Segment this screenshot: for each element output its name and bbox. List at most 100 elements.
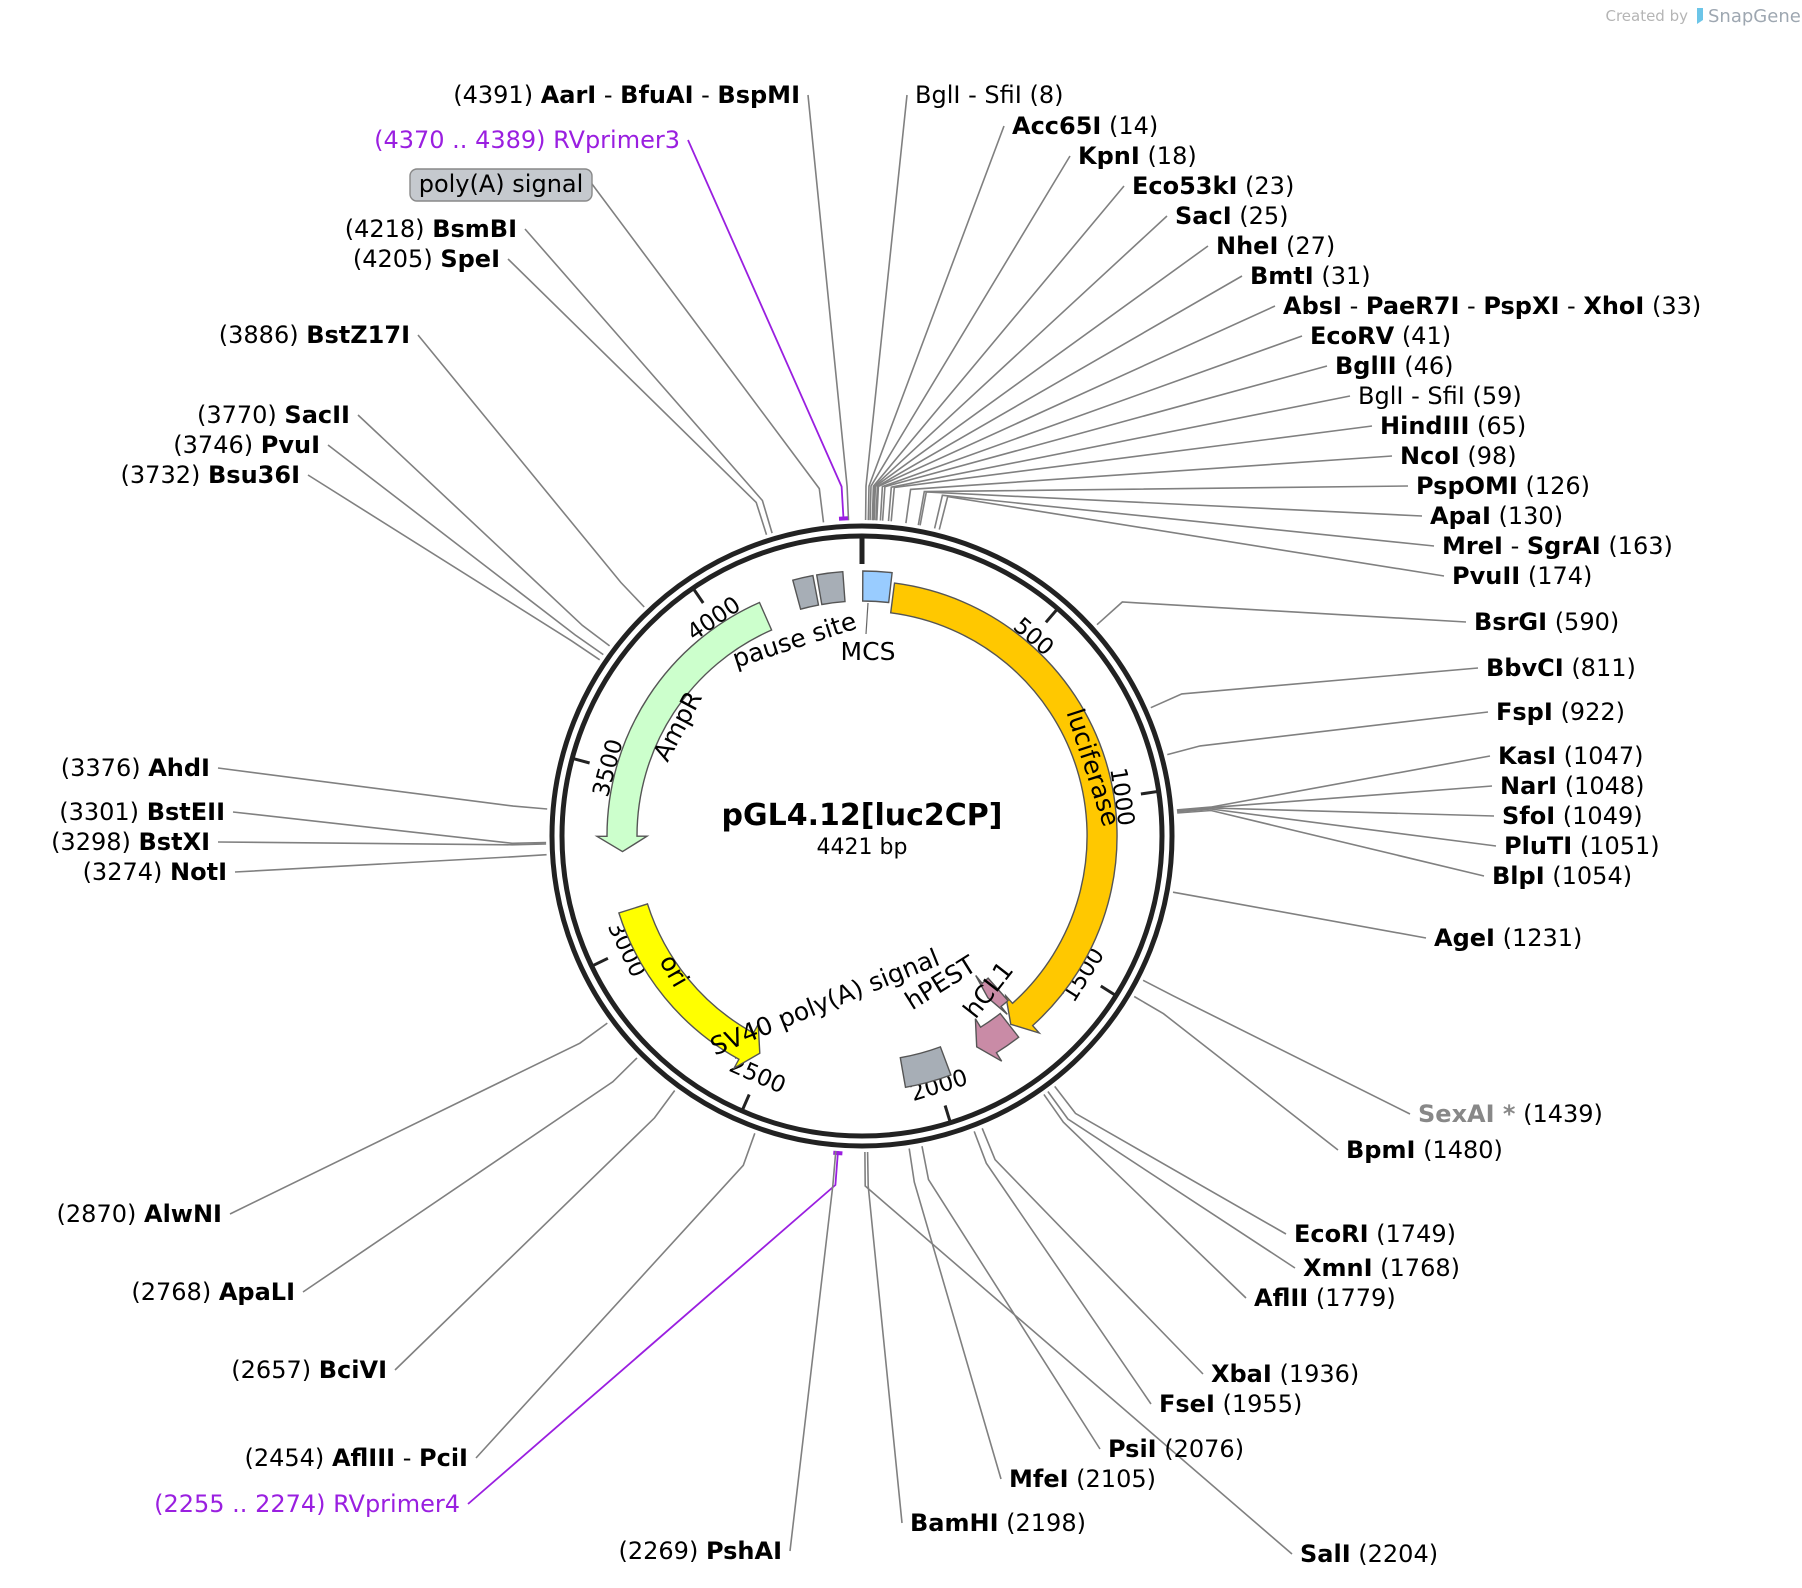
feature-callout-label: poly(A) signal <box>419 170 584 198</box>
tick-mark <box>1099 984 1117 997</box>
site-leader-line <box>591 183 825 523</box>
site-position: (1048) <box>1565 772 1645 800</box>
site-position: (1768) <box>1380 1254 1460 1282</box>
site-label: FseI (1955) <box>1159 1390 1302 1418</box>
enzyme-name: PvuII <box>1452 562 1520 590</box>
site-leader-line <box>234 853 547 873</box>
site-label: PvuII (174) <box>1452 562 1592 590</box>
svg-text:(2269) PshAI: (2269) PshAI <box>619 1537 783 1565</box>
svg-text:PsiI (2076): PsiI (2076) <box>1108 1435 1244 1463</box>
site-position: (1779) <box>1316 1284 1396 1312</box>
site-label: EcoRV (41) <box>1310 322 1451 350</box>
svg-text:XbaI (1936): XbaI (1936) <box>1211 1360 1359 1388</box>
svg-text:BlpI (1054): BlpI (1054) <box>1492 862 1632 890</box>
site-position: (1936) <box>1279 1360 1359 1388</box>
site-label: FspI (922) <box>1496 698 1625 726</box>
svg-text:BsrGI (590): BsrGI (590) <box>1474 608 1619 636</box>
svg-text:BglII (46): BglII (46) <box>1335 352 1453 380</box>
site-label: Eco53kI (23) <box>1132 172 1294 200</box>
svg-text:(3732) Bsu36I: (3732) Bsu36I <box>121 461 300 489</box>
site-leader-line <box>394 1090 676 1371</box>
svg-text:(4391) AarI - BfuAI - Bsp: (4391) AarI - BfuAI - BspMI <box>453 81 800 109</box>
enzyme-name: EcoRV <box>1310 322 1395 350</box>
site-position: (8) <box>1029 81 1063 109</box>
enzyme-name: KasI <box>1498 742 1556 770</box>
svg-text:NcoI (98): NcoI (98) <box>1400 442 1517 470</box>
enzyme-name: KpnI <box>1078 142 1140 170</box>
enzyme-name: FseI <box>1159 1390 1215 1418</box>
svg-text:KpnI (18): KpnI (18) <box>1078 142 1197 170</box>
site-leader-line <box>217 841 547 846</box>
site-leader-line <box>1043 1093 1247 1299</box>
feature-label-mcs: MCS <box>841 637 896 666</box>
credit-prefix: Created by <box>1605 7 1688 25</box>
site-leader-line <box>905 455 1393 524</box>
site-leader-line <box>1177 808 1497 847</box>
site-label: BpmI (1480) <box>1346 1136 1503 1164</box>
site-leader-line <box>1096 601 1467 626</box>
enzyme-name: AbsI <box>1283 292 1342 320</box>
enzyme-name: BamHI <box>910 1509 999 1537</box>
svg-text:MfeI (2105): MfeI (2105) <box>1009 1465 1156 1493</box>
svg-text:(2870) AlwNI: (2870) AlwNI <box>57 1200 222 1228</box>
site-leader-line <box>866 1151 903 1524</box>
site-position: (1054) <box>1552 862 1632 890</box>
site-label: (4391) AarI - BfuAI - BspMI <box>453 81 800 109</box>
site-label: BlpI (1054) <box>1492 862 1632 890</box>
plasmid-name: pGL4.12[luc2CP] <box>722 798 1003 833</box>
svg-text:FseI (1955): FseI (1955) <box>1159 1390 1302 1418</box>
site-position: (3376) <box>61 754 141 782</box>
enzyme-name: NotI <box>170 858 227 886</box>
site-position: (4391) <box>453 81 533 109</box>
enzyme-name: BglI <box>1358 382 1403 410</box>
enzyme-name: BlpI <box>1492 862 1545 890</box>
site-leader-line <box>232 811 547 845</box>
svg-text:ApaI (130): ApaI (130) <box>1430 502 1563 530</box>
site-position: (2105) <box>1076 1465 1156 1493</box>
site-label: Acc65I (14) <box>1012 112 1158 140</box>
svg-text:BbvCI (811): BbvCI (811) <box>1486 654 1636 682</box>
site-label: KpnI (18) <box>1078 142 1197 170</box>
primer-binding-mark <box>838 516 849 521</box>
backbone-outer-strand <box>549 523 1175 1149</box>
site-label: BglI - SfiI (59) <box>1358 382 1522 410</box>
site-label: poly(A) signal <box>419 170 584 198</box>
svg-text:(3298) BstXI: (3298) BstXI <box>51 828 210 856</box>
leader-lines <box>217 94 1497 1555</box>
site-position: (3770) <box>197 401 277 429</box>
enzyme-name: BfuAI <box>620 81 693 109</box>
site-label: BbvCI (811) <box>1486 654 1636 682</box>
tick-mark <box>571 756 590 765</box>
site-leader-line <box>864 1151 1293 1555</box>
svg-text:NheI (27): NheI (27) <box>1216 232 1335 260</box>
site-position: (174) <box>1528 562 1593 590</box>
enzyme-name: PciI <box>419 1444 468 1472</box>
site-position: (590) <box>1555 608 1620 636</box>
svg-text:(4370 .. 4389) RVprimer3: (4370 .. 4389) RVprimer3 <box>374 126 680 154</box>
svg-text:XmnI (1768): XmnI (1768) <box>1303 1254 1460 1282</box>
site-position: (2768) <box>131 1278 211 1306</box>
site-leader-line <box>973 1131 1152 1405</box>
enzyme-name: SalI <box>1300 1540 1351 1568</box>
site-leader-line <box>919 491 1423 526</box>
site-label: (2768) ApaLI <box>131 1278 295 1306</box>
site-position: (3274) <box>83 858 163 886</box>
site-leader-line <box>908 1148 1002 1480</box>
enzyme-name: MfeI <box>1009 1465 1069 1493</box>
enzyme-name: PluTI <box>1504 832 1572 860</box>
svg-text:BpmI (1480): BpmI (1480) <box>1346 1136 1503 1164</box>
site-position: (3301) <box>59 798 139 826</box>
site-position: (2255 .. 2274) <box>154 1490 325 1518</box>
site-label: XmnI (1768) <box>1303 1254 1460 1282</box>
site-label: KasI (1047) <box>1498 742 1643 770</box>
enzyme-name: FspI <box>1496 698 1553 726</box>
map-center: pGL4.12[luc2CP] 4421 bp <box>722 798 1003 860</box>
enzyme-name: AgeI <box>1434 924 1495 952</box>
site-label: (3746) PvuI <box>173 431 320 459</box>
enzyme-name: XmnI <box>1303 1254 1373 1282</box>
enzyme-name: EcoRI <box>1294 1220 1369 1248</box>
site-leader-line <box>933 494 1435 547</box>
tick-mark <box>591 956 609 968</box>
site-position: (41) <box>1402 322 1451 350</box>
enzyme-name: BstEII <box>147 798 225 826</box>
